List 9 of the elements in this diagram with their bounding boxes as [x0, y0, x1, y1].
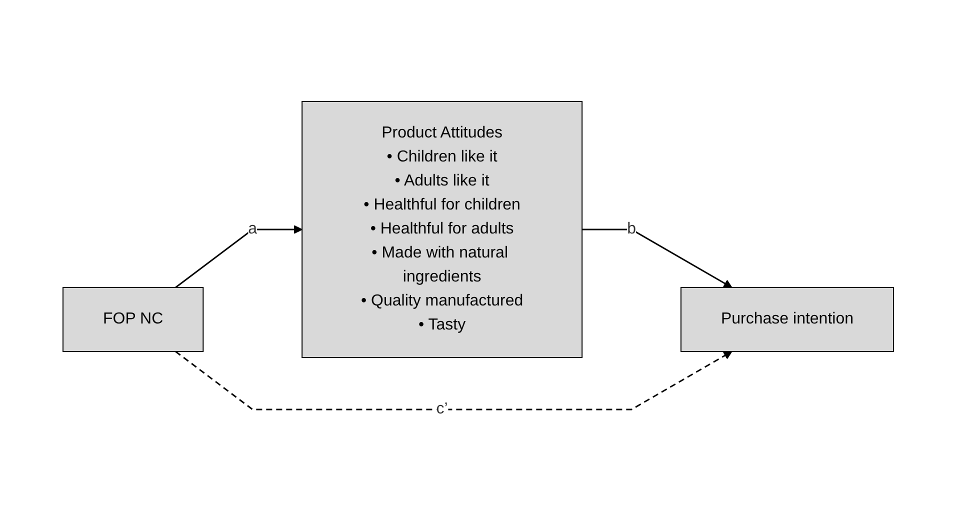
- arrow: [582, 228, 732, 288]
- edge-label: c’: [436, 400, 448, 418]
- edge-label: a: [248, 220, 257, 238]
- node-box: Purchase intention: [680, 287, 894, 352]
- node-box: FOP NC: [62, 287, 204, 352]
- node-box: Product Attitudes • Children like it • Adults like it • Healthful for children • Healthful for adults • Made with natural ingredients • Quality manufactured • Tasty: [301, 101, 582, 358]
- edge-label: b: [626, 220, 636, 238]
- arrow: [174, 350, 732, 410]
- arrow: [174, 225, 302, 288]
